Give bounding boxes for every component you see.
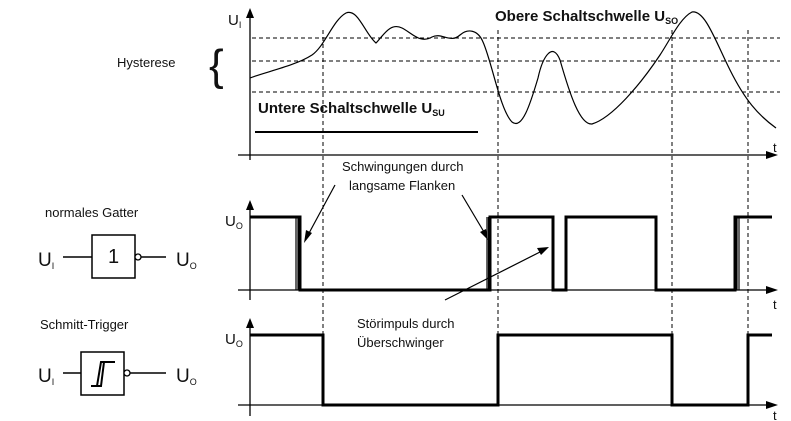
y-axis-label: UO: [225, 331, 243, 349]
inversion-bubble-icon: [134, 253, 142, 261]
lower-threshold-label: Untere Schaltschwelle USU: [258, 100, 445, 118]
y-axis-arrow-icon: [246, 318, 254, 328]
t-axis-arrow-icon: [766, 286, 778, 294]
t-axis-label: t: [773, 408, 777, 421]
hysteresis-brace: {: [209, 41, 224, 90]
hysteresis-icon: [91, 361, 115, 387]
arrow-icon: [480, 229, 488, 240]
schmitt-trigger-output: [250, 333, 772, 407]
glitch-callout: [444, 251, 541, 301]
analog-input-curve: [249, 11, 777, 129]
gate-box-text: 1: [108, 246, 119, 268]
normal-gate-plot: UO t: [225, 200, 778, 312]
t-axis-label: t: [773, 297, 777, 312]
oscillation-callout-right: [461, 194, 485, 233]
arrow-icon: [304, 230, 312, 243]
t-axis-arrow-icon: [766, 151, 778, 159]
oscillation-edges: [295, 217, 740, 290]
schmitt-trigger-symbol: Schmitt-Trigger UI UO: [38, 317, 197, 396]
glitch-text-line1: Störimpuls durch: [357, 316, 455, 331]
upper-threshold-label: Obere Schaltschwelle USO: [495, 8, 678, 26]
gate-box: [91, 234, 136, 279]
t-axis-arrow-icon: [766, 401, 778, 409]
normal-gate-symbol: normales Gatter UI 1 UO: [38, 205, 197, 279]
glitch-text-line2: Überschwinger: [357, 335, 444, 350]
normal-gate-output-label: UO: [176, 250, 197, 271]
oscillation-annotation: Schwingungen durch langsame Flanken: [304, 159, 488, 243]
inversion-bubble-icon: [123, 369, 131, 377]
y-axis-label: UO: [225, 213, 243, 231]
y-axis-arrow-icon: [246, 8, 254, 18]
schmitt-trigger-output-label: UO: [176, 366, 197, 387]
oscillation-text-line1: Schwingungen durch: [342, 159, 463, 174]
hysteresis-label: Hysterese: [117, 55, 176, 70]
arrow-icon: [537, 247, 549, 255]
oscillation-callout-left: [307, 184, 336, 236]
oscillation-text-line2: langsame Flanken: [349, 178, 455, 193]
analog-input-plot: UI t Obere Schaltschwelle USO Untere Sch…: [117, 8, 780, 160]
y-axis-arrow-icon: [246, 200, 254, 210]
normal-gate-title: normales Gatter: [45, 205, 139, 220]
t-axis-label: t: [773, 140, 777, 155]
schmitt-trigger-title: Schmitt-Trigger: [40, 317, 129, 332]
normal-gate-output: [250, 215, 772, 292]
y-axis-label: UI: [228, 12, 241, 30]
glitch-annotation: Störimpuls durch Überschwinger: [357, 247, 549, 350]
schmitt-trigger-plot: UO t: [225, 318, 778, 421]
normal-gate-input-label: UI: [38, 250, 54, 271]
schmitt-trigger-input-label: UI: [38, 366, 54, 387]
